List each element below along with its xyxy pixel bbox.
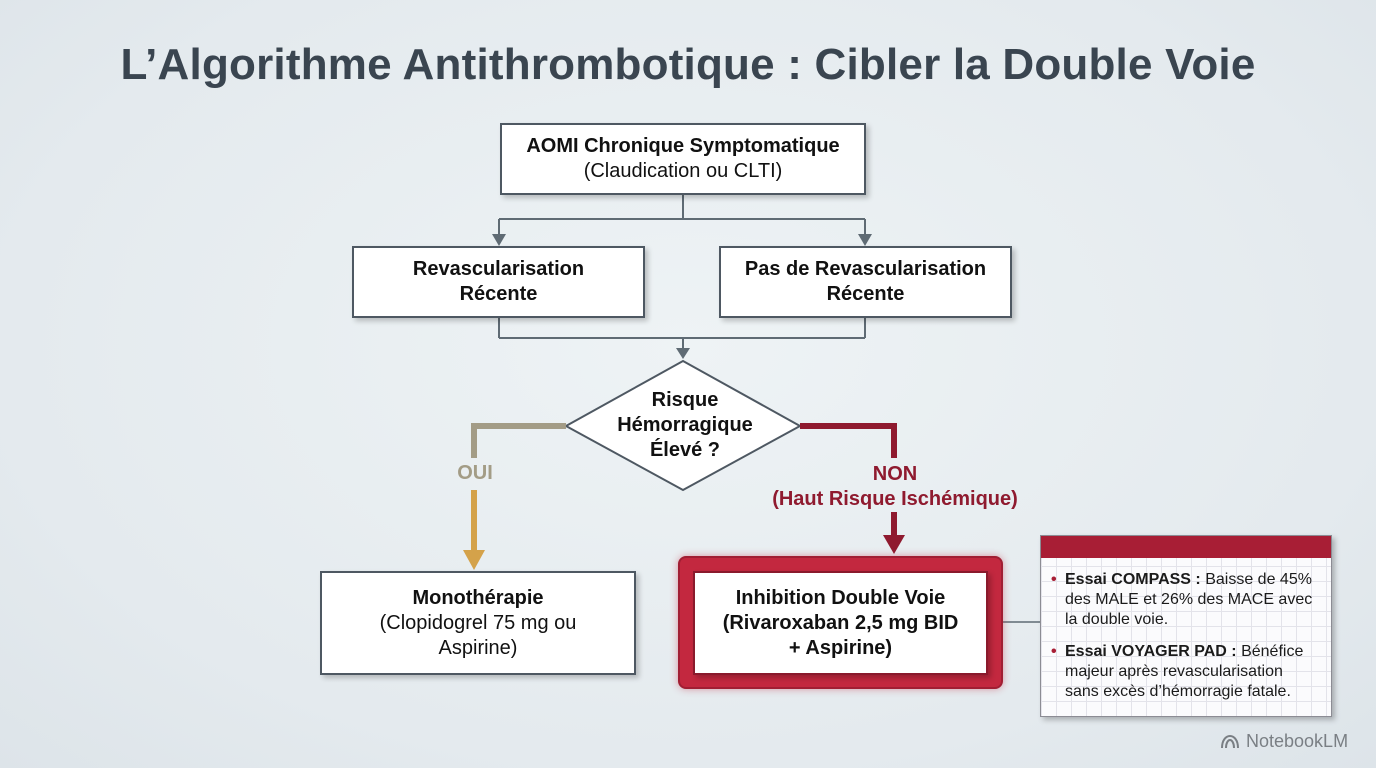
monotherapy-line3: Aspirine)	[438, 636, 518, 659]
evidence-note-header	[1041, 536, 1331, 558]
no-path	[800, 423, 897, 458]
notebooklm-icon	[1221, 734, 1239, 748]
monotherapy-title: Monothérapie	[412, 586, 544, 609]
start-node: AOMI Chronique Symptomatique (Claudicati…	[500, 123, 866, 195]
dual-pathway-node: Inhibition Double Voie (Rivaroxaban 2,5 …	[693, 571, 988, 675]
yes-arrow	[463, 550, 485, 570]
no-revasc-node-line2: Récente	[826, 283, 905, 305]
start-node-title: AOMI Chronique Symptomatique	[526, 135, 840, 157]
no-label-line1: NON	[872, 463, 918, 485]
no-revasc-node-line1: Pas de Revascularisation	[744, 258, 987, 280]
note-item-compass: • Essai COMPASS : Baisse de 45% des MALE…	[1051, 570, 1321, 630]
bullet-icon: •	[1051, 643, 1057, 660]
revasc-node-line1: Revascularisation	[412, 258, 585, 280]
decision-line1: Risque	[651, 389, 719, 411]
dual-pathway-line3: + Aspirine)	[788, 636, 893, 659]
notebooklm-watermark: NotebookLM	[1220, 731, 1348, 752]
arrow-to-decision	[676, 348, 690, 359]
decision-line3: Élevé ?	[649, 439, 721, 461]
monotherapy-line2: (Clopidogrel 75 mg ou	[379, 611, 577, 634]
note-item-voyager: • Essai VOYAGER PAD : Bénéfice majeur ap…	[1051, 642, 1321, 702]
decision-diamond	[563, 359, 803, 492]
decision-text: Risque Hémorragique Élevé ?	[595, 388, 775, 463]
decision-line2: Hémorragique	[617, 414, 753, 436]
yes-label: OUI	[457, 462, 493, 484]
note-item-label: Essai COMPASS :	[1065, 571, 1201, 588]
bullet-icon: •	[1051, 571, 1057, 588]
note-item-label: Essai VOYAGER PAD :	[1065, 643, 1237, 660]
start-node-subtitle: (Claudication ou CLTI)	[583, 160, 783, 182]
monotherapy-node: Monothérapie (Clopidogrel 75 mg ou Aspir…	[320, 571, 636, 675]
dual-pathway-line2: (Rivaroxaban 2,5 mg BID	[722, 611, 959, 634]
note-item-text: Baisse de 45% des MALE et 26% des MACE a…	[1065, 571, 1313, 628]
dual-pathway-title: Inhibition Double Voie	[735, 586, 946, 609]
arrow-to-revasc	[492, 234, 506, 246]
arrow-to-no-revasc	[858, 234, 872, 246]
watermark-text: NotebookLM	[1246, 731, 1349, 751]
no-revasc-node: Pas de Revascularisation Récente	[719, 246, 1012, 318]
revasc-node-line2: Récente	[459, 283, 538, 305]
no-arrow	[883, 535, 905, 554]
evidence-note: • Essai COMPASS : Baisse de 45% des MALE…	[1040, 535, 1332, 717]
no-label: NON (Haut Risque Ischémique)	[740, 462, 1050, 512]
page-title: L’Algorithme Antithrombotique : Cibler l…	[120, 40, 1256, 89]
note-item-text: Bénéfice majeur après revascularisation …	[1065, 643, 1304, 700]
revasc-node: Revascularisation Récente	[352, 246, 645, 318]
yes-path	[471, 423, 566, 458]
no-label-line2: (Haut Risque Ischémique)	[772, 488, 1018, 510]
